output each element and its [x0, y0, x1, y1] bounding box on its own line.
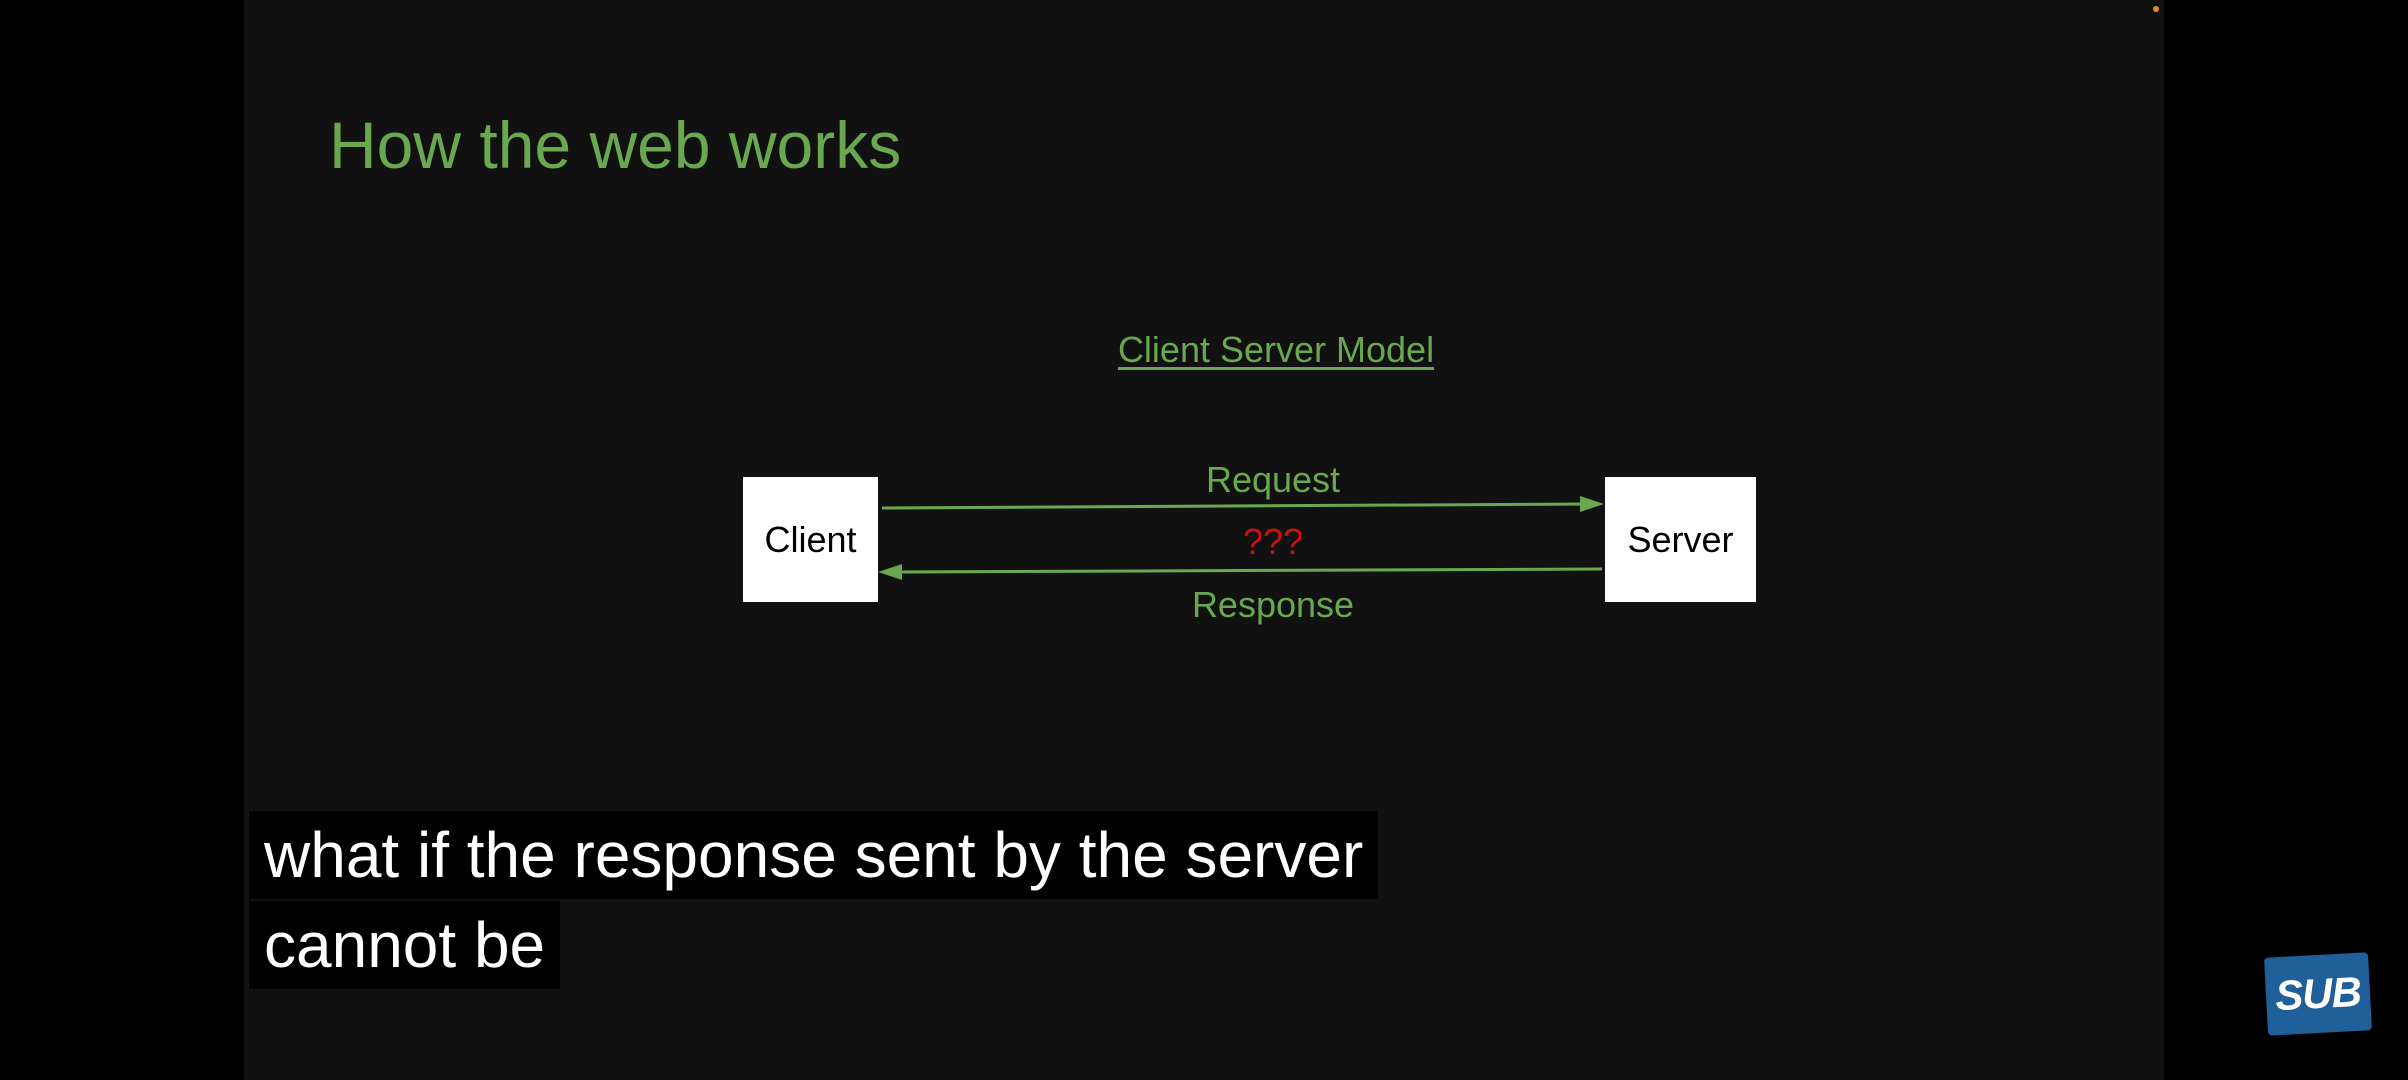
arrow-right-icon	[881, 496, 1604, 512]
caption-line-1: what if the response sent by the server	[249, 811, 1379, 899]
unknown-label: ???	[1242, 521, 1304, 562]
caption-line-2: cannot be	[249, 901, 561, 989]
recording-dot-icon	[2153, 6, 2159, 12]
request-label: Request	[1205, 459, 1341, 500]
server-label: Server	[1627, 518, 1734, 560]
arrow-left-icon	[878, 564, 1603, 580]
presentation-slide: How the web works Client Server Model Cl…	[244, 0, 2164, 1080]
sub-badge[interactable]: SUB	[2264, 952, 2372, 1036]
slide-title: How the web works	[329, 108, 902, 182]
client-box: Client	[743, 477, 878, 602]
diagram-heading: Client Server Model	[1117, 329, 1435, 370]
diagram-arrows	[878, 496, 1604, 580]
server-box: Server	[1605, 477, 1756, 602]
client-label: Client	[764, 518, 857, 560]
response-label: Response	[1191, 584, 1355, 625]
